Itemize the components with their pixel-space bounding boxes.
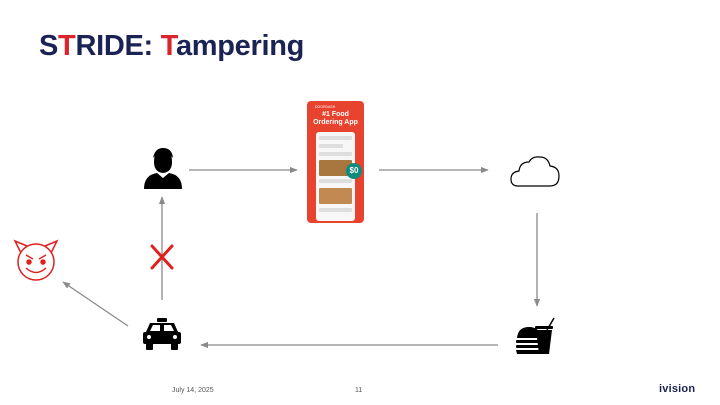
cloud-icon xyxy=(510,156,560,187)
footer-date: July 14, 2025 xyxy=(172,387,214,394)
app-row xyxy=(319,136,352,140)
title-s: S xyxy=(39,30,59,62)
app-row xyxy=(319,144,343,148)
app-row xyxy=(319,179,352,183)
title-part2: RIDE: xyxy=(75,30,161,62)
app-badge: $0 xyxy=(346,163,362,179)
person-icon xyxy=(144,148,182,189)
app-food-photo xyxy=(319,188,352,204)
slide-title: STRIDE: Tampering xyxy=(39,30,304,63)
app-brand: DOORDASH xyxy=(315,105,336,109)
app-row xyxy=(319,152,352,156)
app-headline-line1: #1 Food xyxy=(322,111,349,118)
food-ordering-app-screenshot: DOORDASH #1 Food Ordering App $0 xyxy=(307,101,364,223)
page-number: 11 xyxy=(355,387,363,394)
app-row xyxy=(319,208,352,212)
app-headline-line2: Ordering App xyxy=(313,119,358,126)
arrow-driver-to-attacker xyxy=(62,281,129,327)
taxi-icon xyxy=(143,318,181,350)
ivision-logo: ivision xyxy=(659,383,696,395)
devil-face-icon xyxy=(13,239,59,281)
app-headline: #1 Food Ordering App xyxy=(307,111,364,127)
title-t-highlight: T xyxy=(58,30,76,62)
burger-drink-icon xyxy=(516,317,555,354)
title-t2-highlight: T xyxy=(160,30,177,62)
title-part4: ampering xyxy=(175,30,305,62)
app-food-photo xyxy=(319,160,352,176)
blocked-x-icon xyxy=(150,244,174,270)
